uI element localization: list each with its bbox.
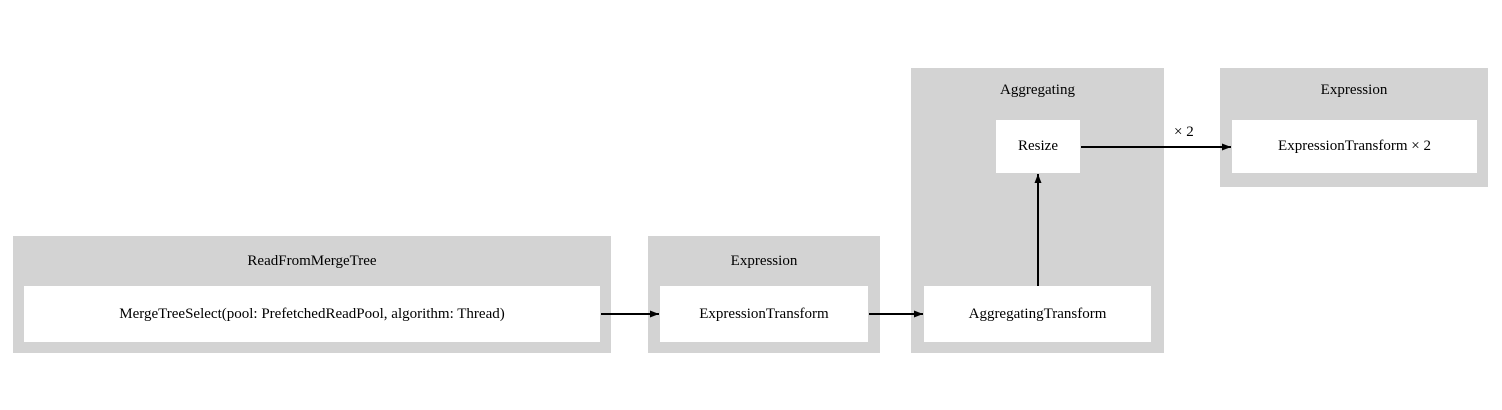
node-expression-transform[interactable]: ExpressionTransform (660, 286, 868, 342)
cluster-title-expression-1: Expression (730, 253, 798, 269)
cluster-title-expression-2: Expression (1320, 82, 1388, 98)
node-resize[interactable]: Resize (996, 120, 1080, 173)
edge-label-resize-to-expression-transform-x2: × 2 (1174, 124, 1194, 140)
node-expression-transform-x2[interactable]: ExpressionTransform × 2 (1232, 120, 1477, 173)
node-merge-tree-select[interactable]: MergeTreeSelect(pool: PrefetchedReadPool… (24, 286, 600, 342)
node-aggregating-transform[interactable]: AggregatingTransform (924, 286, 1151, 342)
cluster-title-aggregating: Aggregating (1000, 82, 1075, 98)
cluster-title-read-from-merge-tree: ReadFromMergeTree (247, 253, 377, 269)
